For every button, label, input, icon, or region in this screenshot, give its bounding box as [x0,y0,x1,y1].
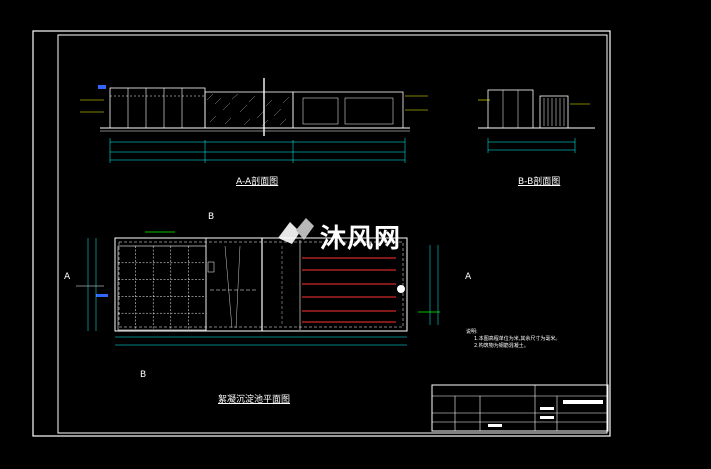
notes-block: 说明: 1.本图高程单位为米,其余尺寸为毫米。 2.构筑物为钢筋混凝土。 [466,329,560,350]
notes-line-1: 1.本图高程单位为米,其余尺寸为毫米。 [474,336,561,342]
section-marker-b-bottom: B [140,370,147,380]
bb-fill-hatch [543,98,565,126]
section-aa-title: A-A剖面图 [236,177,279,187]
watermark-logo-mark [278,218,314,244]
section-bb-view [478,89,595,153]
section-marker-a-left: A [64,272,71,282]
section-marker-a-right: A [465,272,472,282]
floc-cell-grid [118,246,206,330]
outer-frame [32,30,611,437]
section-marker-b-top: B [208,212,215,222]
plan-view [76,231,440,346]
collection-troughs [302,257,396,323]
section-bb-title: B-B剖面图 [518,177,561,187]
section-aa-view [80,78,428,163]
inner-frame [57,34,608,434]
notes-line-2: 2.构筑物为钢筋混凝土。 [474,343,529,349]
title-block [431,384,609,432]
notes-heading: 说明: [466,329,478,335]
watermark-text: 沐风网 [320,224,402,254]
plan-title: 絮凝沉淀池平面图 [218,395,291,405]
packing-hatch [206,93,290,127]
